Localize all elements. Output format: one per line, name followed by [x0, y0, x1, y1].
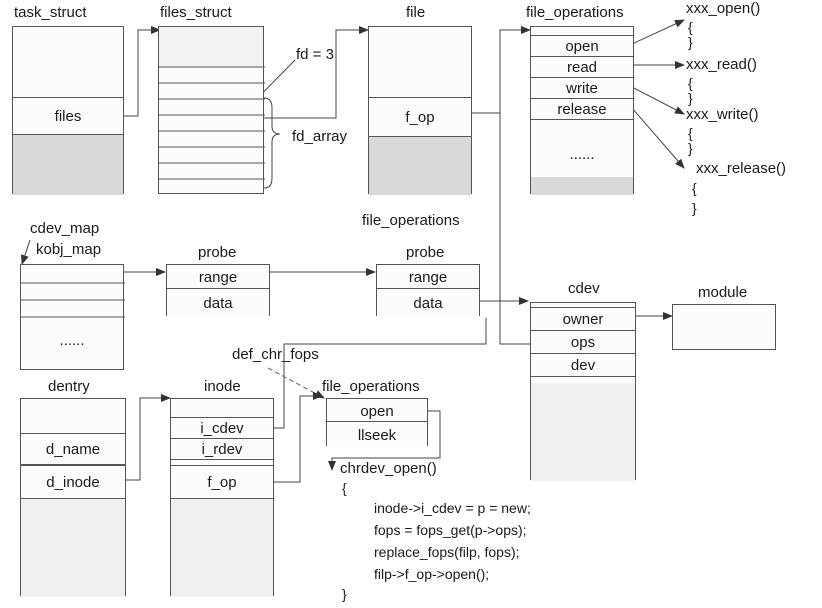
xxx-release-close: }: [692, 200, 697, 216]
fops-bottom-open: open: [327, 399, 427, 422]
xxx-open-close: }: [688, 34, 693, 50]
arrow-fop-to-fops: [470, 26, 531, 114]
chrdev-open-line-1: inode->i_cdev = p = new;: [374, 500, 531, 516]
file-box: f_op: [368, 26, 472, 195]
task-struct-files-cell: files: [13, 97, 123, 135]
xxx-read-label: xxx_read(): [686, 56, 757, 73]
arrow-dinode-to-inode: [126, 394, 171, 481]
xxx-release-brace: {: [692, 180, 697, 196]
fd-label: fd = 3: [296, 46, 334, 63]
line-icdev-to-cdev: [274, 318, 487, 429]
chrdev-open-line-2: fops = fops_get(p->ops);: [374, 522, 527, 538]
kobj-map-rows: [21, 282, 125, 318]
chrdev-open-line-3: replace_fops(filp, fops);: [374, 544, 520, 560]
fd-array-rows: [159, 66, 265, 180]
fops-top-release: release: [531, 98, 633, 120]
xxx-write-label: xxx_write(): [686, 106, 759, 123]
xxx-write-brace: {: [688, 125, 693, 141]
cdev-box: owner ops dev: [530, 302, 636, 481]
arrow-write-to-xxx: [631, 86, 685, 115]
xxx-open-label: xxx_open(): [686, 0, 761, 17]
module-box: [672, 304, 776, 350]
xxx-release-label: xxx_release(): [696, 160, 787, 177]
fd-array-label: fd_array: [292, 128, 348, 145]
arrow-inode-fop-to-fops: [274, 392, 323, 483]
fops-bottom-title: file_operations: [322, 378, 420, 395]
fops-top-box: open read write release ......: [530, 26, 634, 195]
cdev-title: cdev: [568, 280, 600, 297]
fops-top-write: write: [531, 77, 633, 99]
cdev-ops: ops: [531, 330, 635, 354]
inode-f-op: f_op: [171, 465, 273, 499]
fops-top-title: file_operations: [526, 4, 624, 21]
chrdev-open-brace: {: [342, 480, 347, 496]
file-title: file: [406, 4, 426, 21]
file-fop-cell: f_op: [369, 97, 471, 137]
kobj-map-box: ......: [20, 264, 125, 370]
probe-right-caption: file_operations: [362, 212, 460, 229]
fops-top-more: ......: [569, 146, 595, 163]
line-fops-to-cdev-ops: [499, 113, 530, 345]
xxx-write-close: }: [688, 140, 693, 156]
dentry-title: dentry: [48, 378, 90, 395]
arrow-files-to-files-struct: [122, 26, 161, 117]
inode-title: inode: [204, 378, 241, 395]
files-struct-title: files_struct: [160, 4, 232, 21]
fd-array-brace: [263, 97, 281, 189]
probe-right-range: range: [377, 265, 479, 289]
xxx-open-brace: {: [688, 19, 693, 35]
module-title: module: [698, 284, 748, 301]
probe-left-data: data: [167, 290, 269, 316]
cdev-map-label: cdev_map: [30, 220, 100, 237]
chrdev-open-close-brace: }: [342, 586, 347, 602]
arrow-open-to-xxx: [631, 19, 685, 45]
fops-top-read: read: [531, 56, 633, 78]
arrow-release-to-xxx: [631, 107, 685, 169]
probe-left-box: range data: [166, 264, 270, 316]
cdev-owner: owner: [531, 307, 635, 331]
def-chr-fops-dashed: [267, 367, 325, 399]
cdev-dev: dev: [531, 353, 635, 377]
arrow-cdev-map: [21, 239, 31, 265]
task-struct-title: task_struct: [14, 4, 87, 21]
fops-top-open: open: [531, 35, 633, 57]
inode-i-rdev: i_rdev: [171, 438, 273, 460]
chrdev-open-signature: chrdev_open(): [340, 460, 437, 477]
probe-left-title: probe: [198, 244, 237, 261]
fops-bottom-llseek: llseek: [327, 423, 427, 446]
dentry-d-inode: d_inode: [21, 465, 125, 499]
kobj-map-more: ......: [59, 332, 85, 349]
probe-right-title: probe: [406, 244, 445, 261]
probe-right-data: data: [377, 290, 479, 316]
probe-right-box: range data: [376, 264, 480, 316]
arrow-open-to-chrdev: [328, 410, 441, 471]
inode-i-cdev: i_cdev: [171, 417, 273, 439]
fops-bottom-box: open llseek: [326, 398, 428, 446]
def-chr-fops-label: def_chr_fops: [232, 346, 319, 363]
xxx-read-brace: {: [688, 75, 693, 91]
kobj-map-title: kobj_map: [36, 241, 102, 258]
dentry-box: d_name d_inode: [20, 398, 126, 597]
task-struct-box: files: [12, 26, 124, 195]
chrdev-open-line-4: filp->f_op->open();: [374, 566, 490, 582]
inode-box: i_cdev i_rdev f_op: [170, 398, 274, 597]
files-struct-box: [158, 26, 265, 194]
xxx-read-close: }: [688, 90, 693, 106]
probe-left-range: range: [167, 265, 269, 289]
arrow-fd-to-file: [262, 26, 369, 119]
dentry-d-name: d_name: [21, 433, 125, 465]
